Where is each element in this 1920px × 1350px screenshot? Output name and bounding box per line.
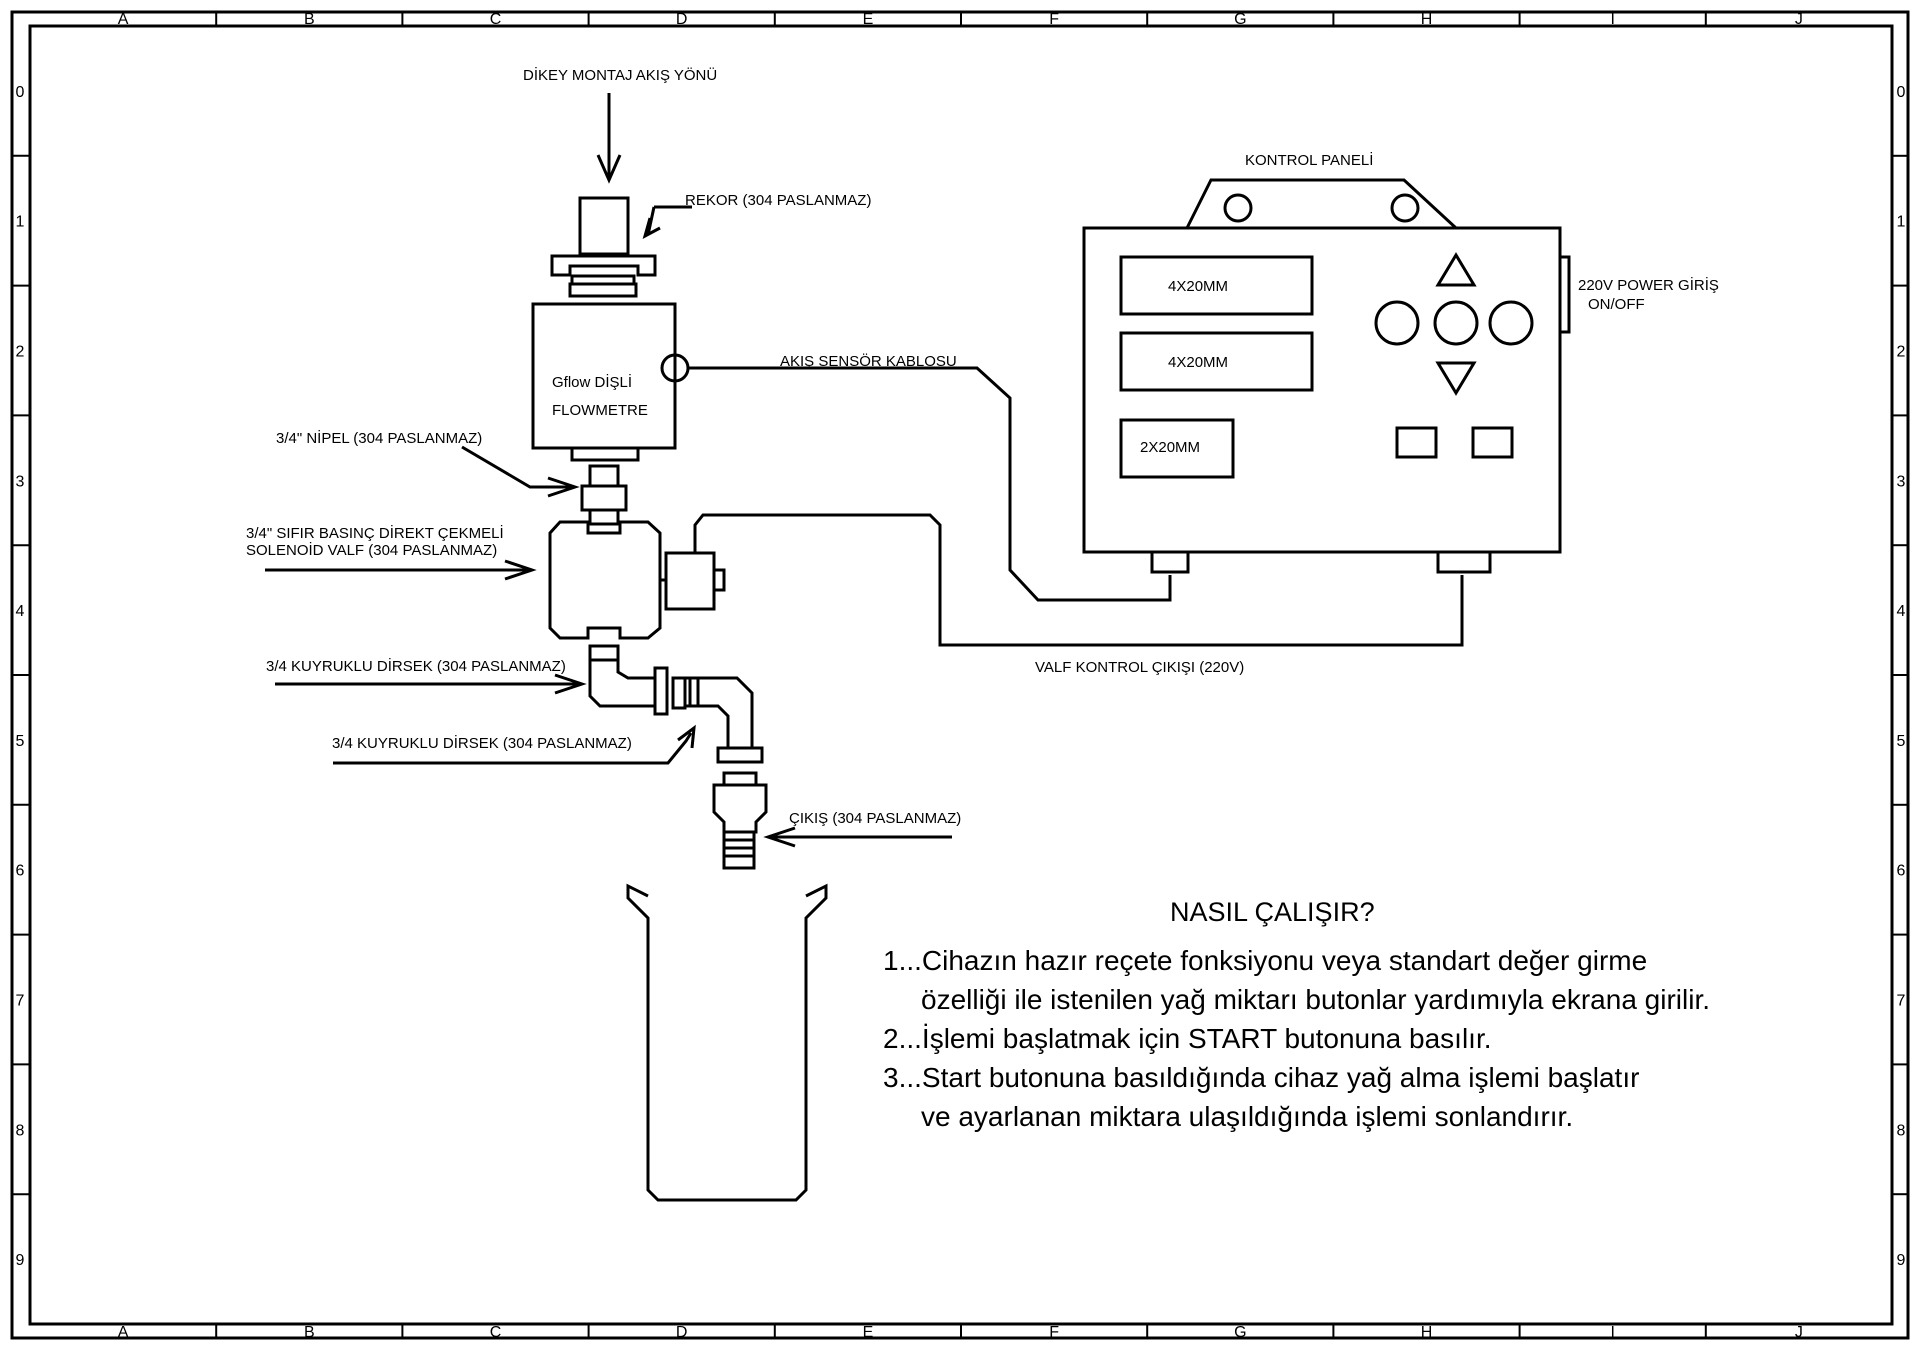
grid-column-label: F xyxy=(1049,11,1059,28)
power-label-line2: ON/OFF xyxy=(1588,296,1645,313)
display-4x20-middle xyxy=(1119,331,1314,392)
display-2x20 xyxy=(1119,418,1235,479)
outlet-pointer-arrow xyxy=(763,826,952,848)
grid-column-label: A xyxy=(118,11,129,28)
sensor-cable-label: AKIŞ SENSÖR KABLOSU xyxy=(780,352,957,370)
display3-label: 2X20MM xyxy=(1140,439,1200,456)
grid-column-label: B xyxy=(304,1324,315,1341)
grid-row-label: 0 xyxy=(16,84,25,101)
outlet-fitting xyxy=(712,771,768,870)
grid-row-label: 2 xyxy=(16,344,25,361)
elbow2-pointer-arrow xyxy=(333,724,696,765)
solenoid-label-line1: 3/4" SIFIR BASINÇ DİREKT ÇEKMELİ xyxy=(246,524,504,542)
nipple-pointer-arrow xyxy=(461,445,580,498)
instruction-line: 2...İşlemi başlatmak için START butonuna… xyxy=(883,1023,1492,1054)
control-panel xyxy=(1082,178,1571,574)
grid-row-label: 8 xyxy=(1897,1122,1906,1139)
grid-column-label: C xyxy=(490,11,502,28)
flow-direction-arrow xyxy=(596,93,622,184)
grid-column-label: G xyxy=(1234,1324,1246,1341)
elbow-fitting-1 xyxy=(588,644,669,716)
grid-row-label: 9 xyxy=(1897,1252,1906,1269)
grid-column-label: H xyxy=(1421,1324,1433,1341)
grid-row-label: 5 xyxy=(16,733,25,750)
flowmeter-label-line2: FLOWMETRE xyxy=(552,402,648,419)
elbow1-pointer-arrow xyxy=(275,673,587,695)
display2-label: 4X20MM xyxy=(1168,354,1228,371)
grid-row-label: 7 xyxy=(1897,993,1906,1010)
grid-column-label: G xyxy=(1234,11,1246,28)
grid-row-label: 4 xyxy=(1897,603,1906,620)
down-button-icon[interactable] xyxy=(1435,361,1477,396)
grid-column-label: E xyxy=(863,1324,874,1341)
grid-ticks xyxy=(12,12,1908,1338)
valve-output-label: VALF KONTROL ÇIKIŞI (220V) xyxy=(1035,659,1244,676)
left-button-icon[interactable] xyxy=(1374,300,1420,346)
instruction-line: özelliği ile istenilen yağ miktarı buton… xyxy=(921,984,1710,1015)
rekor-label: REKOR (304 PASLANMAZ) xyxy=(685,192,871,209)
grid-row-label: 3 xyxy=(1897,473,1906,490)
instruction-line: 3...Start butonuna basıldığında cihaz ya… xyxy=(883,1062,1639,1093)
grid-row-label: 6 xyxy=(1897,863,1906,880)
grid-column-label: J xyxy=(1795,11,1803,28)
grid-column-label: I xyxy=(1610,1324,1614,1341)
nipple-label: 3/4" NİPEL (304 PASLANMAZ) xyxy=(276,429,482,447)
grid-row-label: 1 xyxy=(1897,214,1906,231)
elbow-fitting-2 xyxy=(671,676,764,764)
solenoid-pointer-arrow xyxy=(265,559,537,581)
instructions-title: NASIL ÇALIŞIR? xyxy=(1170,897,1375,927)
collection-container xyxy=(626,883,828,1202)
grid-column-label: D xyxy=(676,1324,688,1341)
up-button-icon[interactable] xyxy=(1435,252,1477,287)
start-button[interactable] xyxy=(1395,426,1438,459)
elbow2-label: 3/4 KUYRUKLU DİRSEK (304 PASLANMAZ) xyxy=(332,734,632,752)
rekor-fitting xyxy=(550,196,657,298)
grid-column-label: B xyxy=(304,11,315,28)
sensor-cable xyxy=(688,366,1172,602)
mount-direction-label: DİKEY MONTAJ AKIŞ YÖNÜ xyxy=(523,66,717,84)
display1-label: 4X20MM xyxy=(1168,278,1228,295)
grid-column-label: C xyxy=(490,1324,502,1341)
grid-column-label: J xyxy=(1795,1324,1803,1341)
grid-row-label: 6 xyxy=(16,863,25,880)
grid-column-label: A xyxy=(118,1324,129,1341)
center-button-icon[interactable] xyxy=(1433,300,1479,346)
outlet-label: ÇIKIŞ (304 PASLANMAZ) xyxy=(789,810,961,827)
elbow1-label: 3/4 KUYRUKLU DİRSEK (304 PASLANMAZ) xyxy=(266,657,566,675)
solenoid-label-line2: SOLENOİD VALF (304 PASLANMAZ) xyxy=(246,541,497,559)
grid-labels: A A B B C C D D E E F F G G H H I I J J 0 0 1 1 2 2 3 3 4 4 5 5 6 6 7 7 8 8 9 9 xyxy=(16,11,1906,1341)
grid-row-label: 0 xyxy=(1897,84,1906,101)
rekor-pointer-arrow xyxy=(642,205,692,239)
instruction-line: 1...Cihazın hazır reçete fonksiyonu veya… xyxy=(883,945,1647,976)
grid-row-label: 3 xyxy=(16,473,25,490)
grid-column-label: D xyxy=(676,11,688,28)
valve-control-wire xyxy=(693,513,1464,647)
stop-button[interactable] xyxy=(1471,426,1514,459)
power-label-line1: 220V POWER GİRİŞ xyxy=(1578,276,1719,294)
grid-row-label: 7 xyxy=(16,993,25,1010)
grid-row-label: 4 xyxy=(16,603,25,620)
nipple-fitting xyxy=(580,464,628,526)
right-button-icon[interactable] xyxy=(1488,300,1534,346)
grid-column-label: H xyxy=(1421,11,1433,28)
grid-column-label: F xyxy=(1049,1324,1059,1341)
display-4x20-top xyxy=(1119,255,1314,316)
grid-row-label: 1 xyxy=(16,214,25,231)
solenoid-valve xyxy=(548,520,726,640)
drawing-border xyxy=(10,10,1910,1340)
grid-column-label: E xyxy=(863,11,874,28)
control-panel-title: KONTROL PANELİ xyxy=(1245,151,1373,169)
grid-row-label: 2 xyxy=(1897,344,1906,361)
grid-column-label: I xyxy=(1610,11,1614,28)
grid-row-label: 5 xyxy=(1897,733,1906,750)
instruction-line: ve ayarlanan miktara ulaşıldığında işlem… xyxy=(921,1101,1573,1132)
grid-row-label: 9 xyxy=(16,1252,25,1269)
flowmeter-label-line1: Gflow DİŞLİ xyxy=(552,373,632,391)
grid-row-label: 8 xyxy=(16,1122,25,1139)
